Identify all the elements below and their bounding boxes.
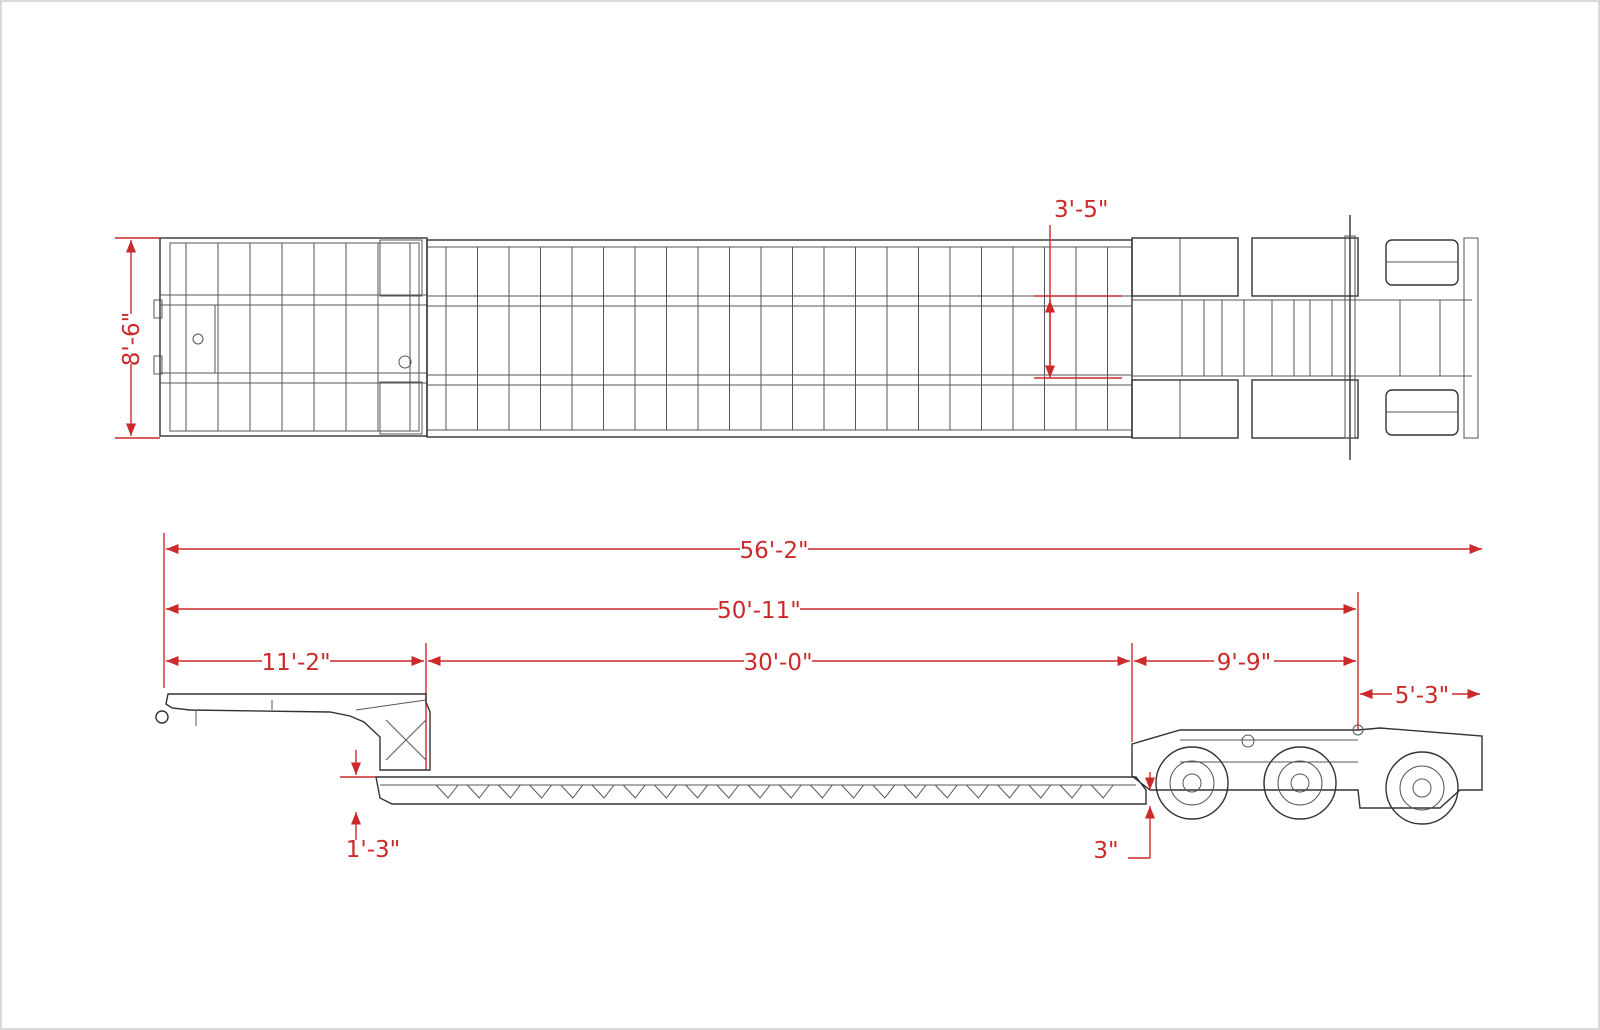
gusset <box>809 784 834 799</box>
rear-deck-length: 9'-9" <box>1217 650 1271 676</box>
gusset <box>622 784 647 799</box>
gusset <box>934 784 959 799</box>
well-length: 30'-0" <box>743 650 812 676</box>
gusset <box>778 784 803 799</box>
gusset <box>1058 784 1084 799</box>
gusset <box>996 784 1021 799</box>
rear-deck-pad <box>1131 237 1239 297</box>
gooseneck-crossmembers <box>185 243 411 431</box>
rear-deck-pad <box>1251 379 1359 439</box>
gusset <box>840 784 865 799</box>
inner-dimension: 3'-5" <box>1054 197 1108 223</box>
wheel <box>1155 746 1229 820</box>
well-crossmembers <box>445 247 1108 430</box>
well-deck-outline <box>426 239 1133 438</box>
kingpin <box>192 333 204 345</box>
gusset <box>434 784 460 799</box>
well-gussets <box>434 784 1115 799</box>
rear-deck-pad <box>1131 379 1239 439</box>
gusset <box>653 784 678 799</box>
wheel <box>1385 751 1459 825</box>
ground-clearance: 3" <box>1093 838 1118 864</box>
gusset <box>559 784 584 799</box>
gusset <box>528 784 553 799</box>
gusset <box>466 784 491 799</box>
gusset <box>715 784 740 799</box>
gooseneck-profile <box>165 693 431 771</box>
top-view: 8'-6" 3'-5" <box>115 197 1479 460</box>
gusset <box>746 784 772 799</box>
well-deck-profile <box>375 776 1147 805</box>
gusset <box>965 784 990 799</box>
side-view: 56'-2" 50'-11" 11'-2" 30'-0" 9'-9" 5'-3" <box>155 533 1483 864</box>
gusset <box>871 784 896 799</box>
width-dimension: 8'-6" <box>119 312 145 366</box>
overall-length: 56'-2" <box>739 538 808 564</box>
gusset <box>902 784 928 799</box>
rear-overhang: 5'-3" <box>1395 683 1449 709</box>
gusset <box>1027 784 1052 799</box>
rear-deck-pad <box>1251 237 1359 297</box>
gooseneck-deck-outline <box>159 237 428 437</box>
gusset <box>684 784 709 799</box>
hitch-pin <box>155 710 169 724</box>
gusset <box>590 784 616 799</box>
wheel <box>1263 746 1337 820</box>
trailer-length: 50'-11" <box>717 598 801 624</box>
gusset <box>1090 784 1115 799</box>
kingpin-plate <box>169 304 216 374</box>
deck-height: 1'-3" <box>346 837 400 863</box>
gooseneck-length: 11'-2" <box>261 650 330 676</box>
gusset <box>497 784 522 799</box>
